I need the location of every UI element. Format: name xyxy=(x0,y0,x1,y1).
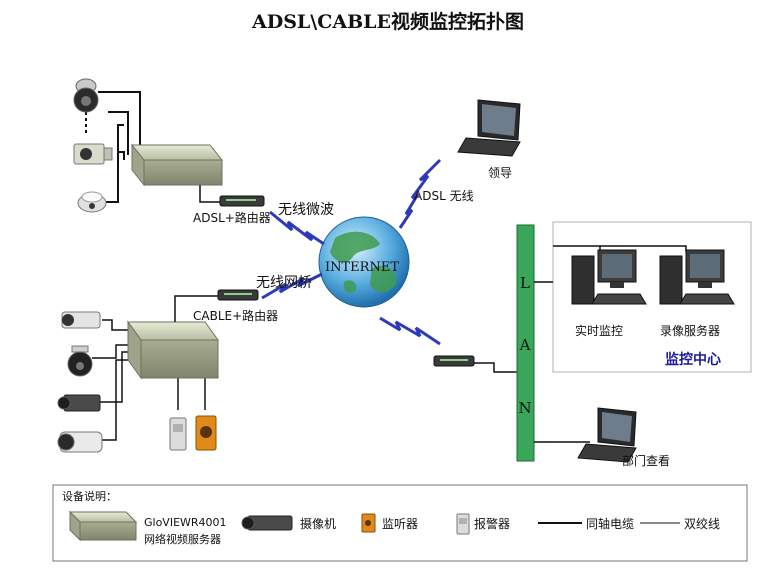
cable-router-label: CABLE+路由器 xyxy=(193,308,278,323)
legend-box xyxy=(52,484,748,562)
bolt-leader xyxy=(398,158,442,229)
leader-label: 领导 xyxy=(488,166,512,180)
monitor-center-label: 监控中心 xyxy=(665,351,721,368)
upper-site: ADSL+路由器 xyxy=(73,78,271,225)
legend-camera-label: 摄像机 xyxy=(300,516,336,531)
realtime-monitor-label: 实时监控 xyxy=(575,323,623,338)
bolt-adsl xyxy=(269,210,325,246)
record-server-label: 录像服务器 xyxy=(660,323,720,338)
legend-listener-label: 监听器 xyxy=(382,517,418,531)
legend-camera-icon xyxy=(241,515,293,531)
adsl-router-icon xyxy=(219,195,265,207)
leader-laptop-icon xyxy=(457,99,521,157)
bullet-camera-icon xyxy=(61,311,101,329)
department-laptop-icon xyxy=(577,407,637,463)
video-server-upper-icon xyxy=(130,143,224,187)
ir-camera-icon xyxy=(57,431,103,453)
lan-letter-l: L xyxy=(520,274,530,292)
lower-site: CABLE+路由器 xyxy=(57,289,278,453)
legend-alarm-icon xyxy=(456,513,470,535)
record-server-computer-icon xyxy=(659,249,735,305)
lan-router-icon xyxy=(433,355,475,367)
lan-bar xyxy=(516,224,535,462)
legend-listener-icon xyxy=(361,513,376,533)
legend-device-model: GloVIEWR4001 xyxy=(144,516,227,529)
legend-server-icon xyxy=(68,510,138,542)
department-view-label: 部门查看 xyxy=(622,453,670,468)
wireless-links xyxy=(261,158,442,346)
lan-letter-a: A xyxy=(519,336,531,354)
legend-alarm-label: 报警器 xyxy=(474,516,510,531)
alarm-device-icon xyxy=(169,417,187,451)
internet-globe-icon xyxy=(318,216,410,308)
box-camera-icon xyxy=(73,143,113,165)
diagram-title: ADSL\CABLE视频监控拓扑图 xyxy=(251,10,524,33)
bolt-cable xyxy=(261,272,323,300)
dome-camera-icon xyxy=(73,78,99,113)
video-server-lower-icon xyxy=(127,320,219,380)
adsl-router-label: ADSL+路由器 xyxy=(193,210,271,225)
speed-dome-icon xyxy=(67,345,93,377)
monitor-center xyxy=(534,221,752,373)
bolt-lan xyxy=(379,316,441,346)
legend-twisted-label: 双绞线 xyxy=(684,516,720,531)
legend-coax-label: 同轴电缆 xyxy=(586,516,634,531)
legend-heading: 设备说明： xyxy=(62,489,117,503)
lan-letter-n: N xyxy=(518,399,531,417)
legend-device-desc: 网络视频服务器 xyxy=(144,532,221,546)
internet-label: INTERNET xyxy=(325,260,399,275)
listener-device-icon xyxy=(195,415,217,451)
box-camera-2-icon xyxy=(57,394,101,412)
ceiling-dome-icon xyxy=(77,191,107,213)
realtime-monitor-computer-icon xyxy=(571,249,647,305)
cable-router-icon xyxy=(217,289,259,301)
adsl-wireless-label: ADSL 无线 xyxy=(414,189,474,203)
microwave-label: 无线微波 xyxy=(278,202,334,218)
wireless-bridge-label: 无线网桥 xyxy=(256,275,312,291)
